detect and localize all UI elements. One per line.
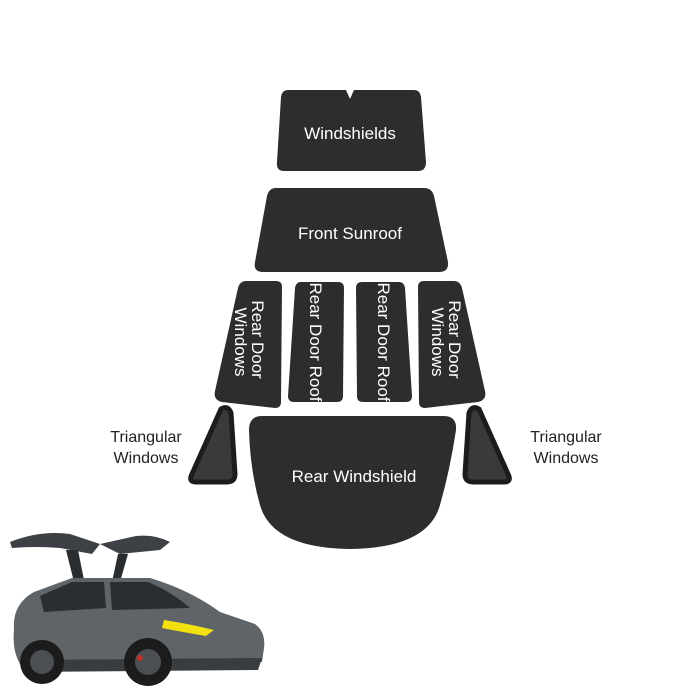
rear-door-windows-left-piece: Rear Door Windows	[214, 281, 282, 408]
rear-windshield-label: Rear Windshield	[292, 467, 417, 486]
rear-door-windows-right-line2: Windows	[428, 308, 447, 377]
triangular-windows-right-label: Triangular Windows	[511, 427, 621, 469]
rear-door-windows-right-piece: Rear Door Windows	[418, 281, 486, 408]
triangular-windows-left-line2: Windows	[113, 450, 179, 467]
rear-door-roof-right-piece: Rear Door Roof	[356, 282, 412, 402]
triangular-windows-right-line2: Windows	[533, 450, 599, 467]
rear-door-windows-left-label: Rear Door Windows	[231, 300, 267, 383]
triangular-window-left-piece	[188, 405, 238, 485]
rear-door-roof-right-label: Rear Door Roof	[374, 282, 393, 401]
rear-door-windows-left-line2: Windows	[231, 308, 250, 377]
triangular-windows-left-line1: Triangular	[110, 429, 182, 446]
rear-door-windows-right-label: Rear Door Windows	[428, 300, 464, 383]
windshields-piece: Windshields	[276, 90, 426, 171]
front-sunroof-label: Front Sunroof	[298, 224, 402, 243]
rear-windshield-piece: Rear Windshield	[249, 416, 457, 549]
rear-door-windows-right-line1: Rear Door	[445, 300, 464, 379]
front-sunroof-piece: Front Sunroof	[254, 188, 449, 272]
windshields-label: Windshields	[304, 124, 396, 143]
triangular-windows-left-label: Triangular Windows	[91, 427, 201, 469]
triangular-window-right-piece	[462, 405, 512, 485]
car-falcon-wing-icon	[10, 533, 265, 686]
triangular-windows-right-line1: Triangular	[530, 429, 602, 446]
rear-door-roof-left-piece: Rear Door Roof	[288, 282, 344, 402]
rear-door-windows-left-line1: Rear Door	[248, 300, 267, 379]
rear-door-roof-left-label: Rear Door Roof	[306, 282, 325, 401]
